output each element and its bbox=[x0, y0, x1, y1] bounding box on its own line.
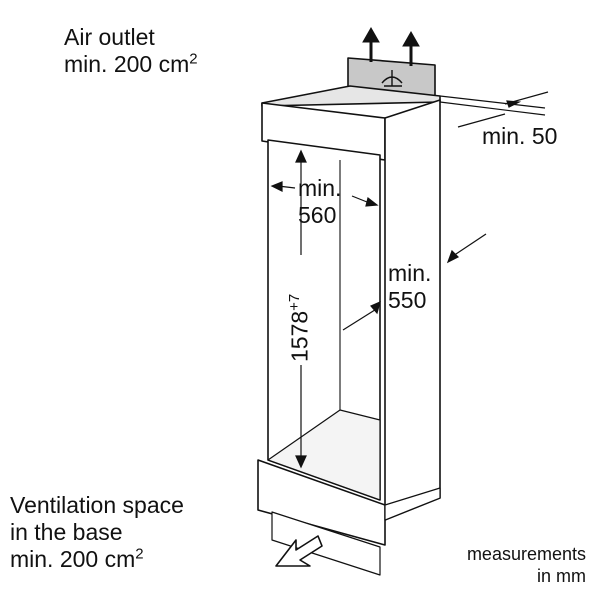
depth-label: min. 550 bbox=[388, 260, 431, 314]
depth-line2: 550 bbox=[388, 287, 427, 313]
width-dimension bbox=[270, 181, 379, 207]
base-vent-line1: Ventilation space bbox=[10, 492, 184, 518]
niche-floor bbox=[267, 409, 381, 501]
depth-line1: min. bbox=[388, 260, 432, 286]
width-label: min. 560 bbox=[298, 175, 341, 229]
base-vent-label: Ventilation space in the base min. 200 c… bbox=[10, 492, 184, 573]
air-outlet-label: Air outlet min. 200 cm2 bbox=[64, 24, 198, 78]
top-gap-label: min. 50 bbox=[482, 123, 558, 149]
base-vent-line3: min. 200 cm2 bbox=[10, 545, 144, 572]
depth-dimension bbox=[342, 233, 487, 331]
units-line2: in mm bbox=[537, 566, 586, 586]
width-line2: 560 bbox=[298, 202, 337, 228]
units-line1: measurements bbox=[466, 544, 586, 564]
width-line1: min. bbox=[298, 175, 342, 201]
floor-recess bbox=[271, 511, 381, 576]
height-label: 1578+7 bbox=[286, 293, 313, 362]
air-outlet-line2: min. 200 cm2 bbox=[64, 50, 198, 77]
fan-symbol-icon bbox=[381, 70, 403, 87]
air-outlet-arrows-icon bbox=[362, 26, 420, 66]
base-intake-arrow-icon bbox=[275, 535, 323, 567]
top-gap-dimension bbox=[457, 91, 549, 128]
base-vent-line2: in the base bbox=[10, 519, 123, 545]
base-plinth bbox=[257, 459, 386, 546]
units-note: measurements in mm bbox=[467, 543, 586, 587]
height-dimension bbox=[295, 149, 307, 469]
air-outlet-line1: Air outlet bbox=[64, 24, 155, 50]
